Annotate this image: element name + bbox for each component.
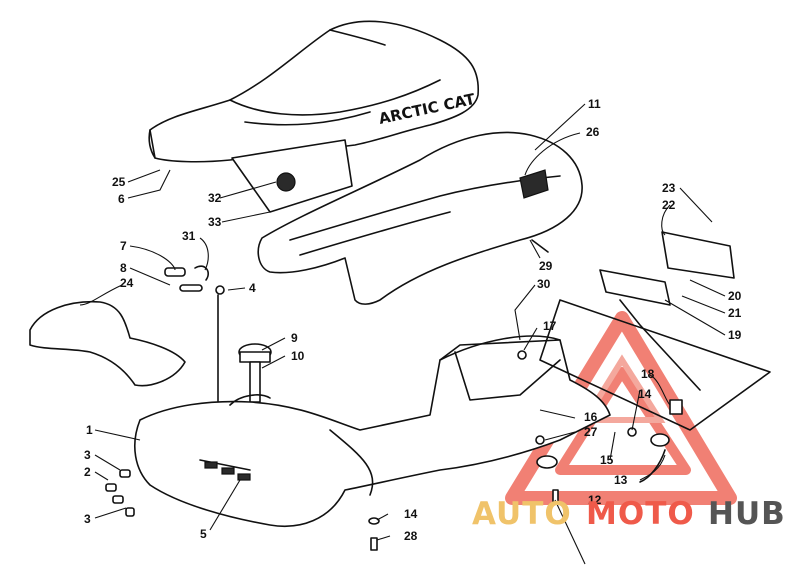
callout-14b: 14 <box>404 507 418 521</box>
seat-base <box>257 131 583 305</box>
callout-24: 24 <box>120 276 134 290</box>
callout-19: 19 <box>728 328 742 342</box>
watermark-text: AUTO MOTO HUB <box>472 496 786 532</box>
tail-light <box>539 231 771 431</box>
callout-33: 33 <box>208 215 222 229</box>
callout-26: 26 <box>586 125 600 139</box>
callout-30: 30 <box>537 277 551 291</box>
callout-7: 7 <box>120 239 127 253</box>
callout-8: 8 <box>120 261 127 275</box>
callout-25: 25 <box>112 175 126 189</box>
callout-23: 23 <box>662 181 676 195</box>
leader-lines <box>79 103 726 565</box>
callout-27: 27 <box>584 425 598 439</box>
fasteners-bottom <box>368 517 380 551</box>
callout-12: 12 <box>588 493 602 507</box>
callout-3a: 3 <box>84 448 91 462</box>
watermark-auto: AUTO <box>472 496 572 532</box>
callout-13: 13 <box>614 473 628 487</box>
callout-32: 32 <box>208 191 222 205</box>
watermark-hub: HUB <box>708 496 786 532</box>
hardware-cluster <box>164 265 225 421</box>
callout-5: 5 <box>200 527 207 541</box>
callout-31: 31 <box>182 229 196 243</box>
cowl-panel <box>29 300 186 387</box>
callout-9: 9 <box>291 331 298 345</box>
fuel-cap <box>238 343 272 403</box>
callout-2: 2 <box>84 465 91 479</box>
fasteners-right <box>517 350 683 503</box>
callout-29: 29 <box>539 259 553 273</box>
chassis-frame <box>134 335 611 527</box>
seat-cover: ARCTIC CAT <box>148 20 480 163</box>
callout-10: 10 <box>291 349 305 363</box>
seat-base-panel <box>231 139 353 213</box>
callout-15: 15 <box>600 453 614 467</box>
callout-11: 11 <box>588 97 601 111</box>
callout-18: 18 <box>641 367 655 381</box>
callout-21: 21 <box>728 306 742 320</box>
callout-17: 17 <box>543 319 557 333</box>
callout-4: 4 <box>249 281 256 295</box>
watermark-moto: MOTO <box>586 496 695 532</box>
callout-1: 1 <box>86 423 93 437</box>
callout-14a: 14 <box>638 387 652 401</box>
callout-20: 20 <box>728 289 742 303</box>
fasteners-left <box>105 469 135 517</box>
callout-6: 6 <box>118 192 125 206</box>
callout-numbers: 1 2 3 3 4 5 6 7 8 9 10 11 12 13 14 14 15… <box>84 97 742 543</box>
callout-28: 28 <box>404 529 418 543</box>
callout-3b: 3 <box>84 512 91 526</box>
callout-22: 22 <box>662 198 676 212</box>
callout-16: 16 <box>584 410 598 424</box>
